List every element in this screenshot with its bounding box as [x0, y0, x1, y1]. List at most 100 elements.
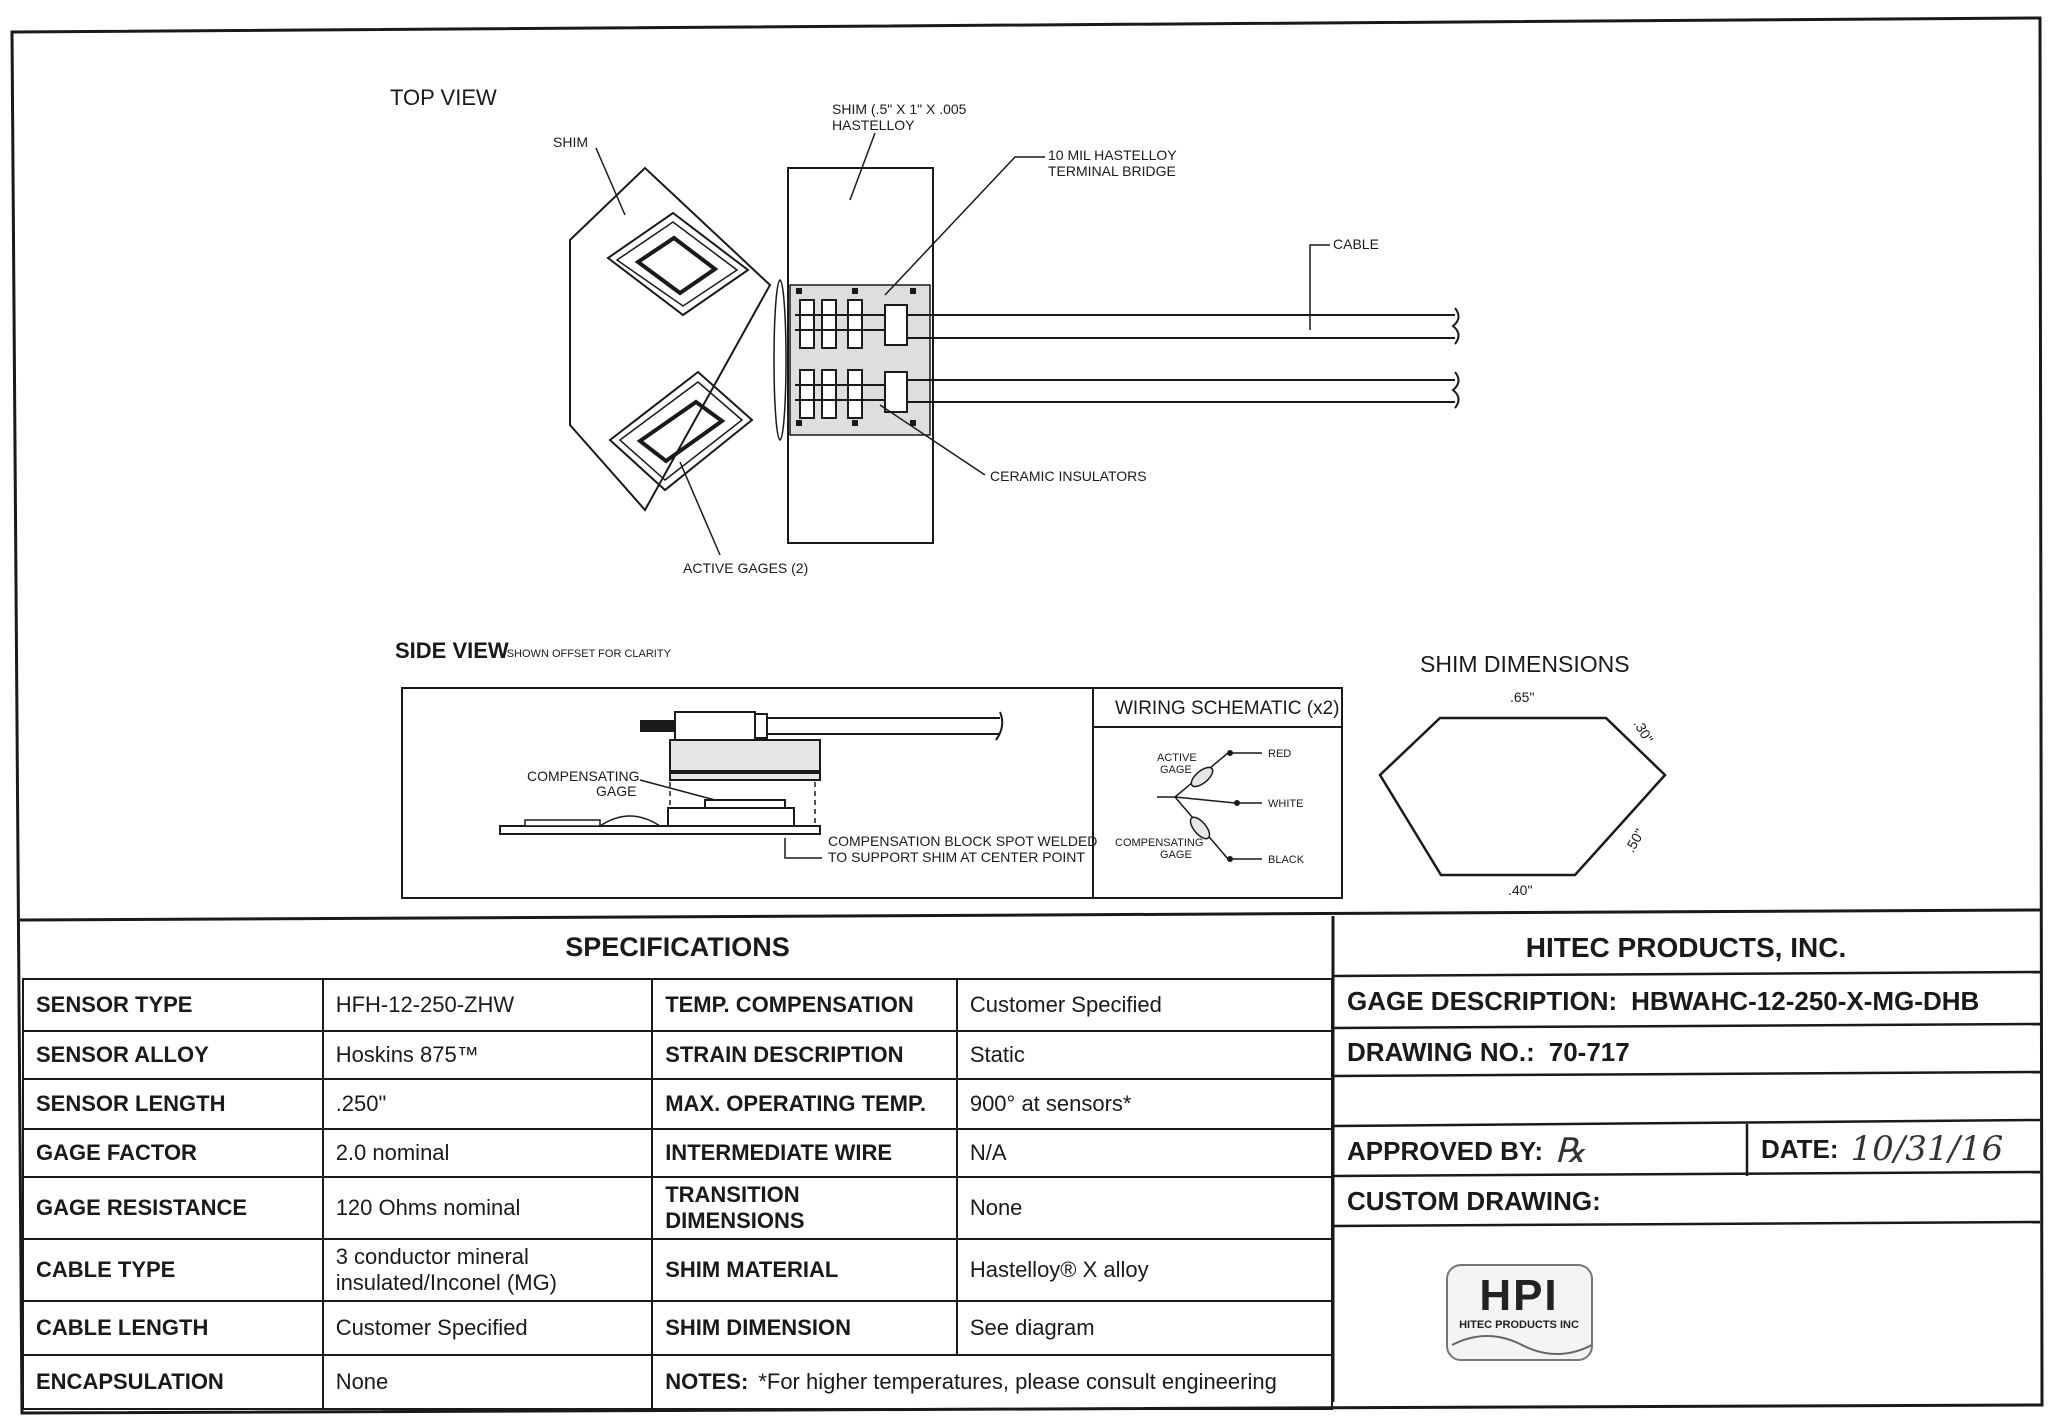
date-row: DATE: 10/31/16 [1747, 1124, 2039, 1174]
shim-dim-lower-right: .50" [1622, 826, 1648, 855]
spec-value: Hoskins 875™ [321, 1030, 654, 1080]
top-view-title: TOP VIEW [390, 85, 497, 110]
bridge-wires [795, 314, 885, 401]
side-view-assembly [499, 711, 1004, 859]
spec-value: None [955, 1176, 1334, 1240]
wiring-title: WIRING SCHEMATIC (x2) [1115, 698, 1339, 719]
spec-value: 2.0 nominal [321, 1128, 654, 1178]
active-gage-upper [606, 211, 750, 317]
side-view-note: - SHOWN OFFSET FOR CLARITY [500, 648, 672, 660]
label-side-comp-gage-1: COMPENSATING [527, 768, 640, 784]
spec-value: See diagram [955, 1300, 1334, 1356]
gage-description-row: GAGE DESCRIPTION: HBWAHC-12-250-X-MG-DHB [1333, 976, 2039, 1026]
spec-value: None [321, 1354, 654, 1410]
spec-value: 3 conductor mineral insulated/Inconel (M… [321, 1238, 654, 1302]
spec-key: SENSOR TYPE [22, 978, 324, 1032]
shim-dim-bottom: .40" [1508, 882, 1532, 898]
shim-weld-seam [773, 279, 787, 441]
spec-value: Customer Specified [321, 1300, 654, 1356]
date-value: 10/31/16 [1850, 1129, 2004, 1169]
label-terminal-bridge-1: 10 MIL HASTELLOY [1048, 147, 1177, 163]
label-side-comp-gage-2: GAGE [596, 783, 636, 799]
shim-dim-top: .65" [1510, 689, 1534, 705]
wiring-black: BLACK [1268, 854, 1305, 866]
leader-shim-spec [849, 132, 876, 201]
notes-text: *For higher temperatures, please consult… [758, 1369, 1277, 1394]
spec-key: CABLE TYPE [22, 1238, 324, 1302]
spec-key: TRANSITION DIMENSIONS [651, 1176, 958, 1240]
leader-cable [1309, 244, 1330, 330]
hpi-logo: HPI HITEC PRODUCTS INC [1446, 1264, 1593, 1361]
spec-key: STRAIN DESCRIPTION [651, 1030, 958, 1080]
approved-by-label: APPROVED BY: [1347, 1135, 1543, 1166]
side-view-title: SIDE VIEW [395, 638, 509, 663]
spec-key: CABLE LENGTH [22, 1300, 324, 1356]
leader-terminal-bridge [884, 156, 1045, 296]
wiring-active-gage-2: GAGE [1160, 764, 1192, 776]
ceramic-insulators [799, 299, 908, 419]
drawing-no-label: DRAWING NO.: [1347, 1036, 1535, 1067]
wiring-active-gage-1: ACTIVE [1157, 752, 1197, 764]
outer-border [10, 16, 2044, 1415]
rectangular-shim [787, 167, 934, 544]
leader-active-gages [679, 461, 721, 556]
gage-description-label: GAGE DESCRIPTION: [1347, 985, 1618, 1016]
cables [907, 307, 1460, 409]
spec-row: SENSOR LENGTH.250"MAX. OPERATING TEMP.90… [22, 1078, 1334, 1130]
label-terminal-bridge-2: TERMINAL BRIDGE [1048, 163, 1176, 179]
drawing-no-value: 70-717 [1548, 1036, 1630, 1067]
leader-shim [595, 147, 626, 216]
spec-key: SENSOR LENGTH [22, 1078, 324, 1130]
shim-dimensions-title: SHIM DIMENSIONS [1420, 651, 1630, 677]
approved-by-signature: ℞ [1555, 1131, 1586, 1171]
shim-dim-upper-right: .30" [1631, 717, 1657, 746]
spec-key: SENSOR ALLOY [22, 1030, 324, 1080]
wiring-comp-gage-1: COMPENSATING [1115, 837, 1203, 849]
notes-label: NOTES: [665, 1369, 749, 1394]
bridge-tabs [796, 288, 916, 426]
spec-key: GAGE FACTOR [22, 1128, 324, 1178]
approved-by-row: APPROVED BY: ℞ [1333, 1126, 1747, 1176]
label-comp-block-2: TO SUPPORT SHIM AT CENTER POINT [828, 849, 1085, 865]
spec-value: Customer Specified [955, 978, 1334, 1032]
spec-value: 900° at sensors* [955, 1078, 1334, 1130]
label-active-gages: ACTIVE GAGES (2) [683, 560, 808, 576]
shim-dimensions-hexagon [1378, 716, 1667, 877]
label-shim: SHIM [553, 134, 588, 150]
label-comp-block-1: COMPENSATION BLOCK SPOT WELDED [828, 833, 1097, 849]
spec-value: HFH-12-250-ZHW [321, 978, 654, 1032]
drawing-no-row: DRAWING NO.: 70-717 [1333, 1028, 2039, 1076]
wiring-nodes [1227, 750, 1240, 862]
date-label: DATE: [1761, 1133, 1839, 1164]
label-ceramic-insulators: CERAMIC INSULATORS [990, 468, 1147, 484]
section-divider [19, 908, 2041, 922]
spec-value: Hastelloy® X alloy [955, 1238, 1334, 1302]
spec-key: TEMP. COMPENSATION [651, 978, 958, 1032]
spec-notes: NOTES: *For higher temperatures, please c… [651, 1354, 1333, 1410]
label-shim-spec-2: HASTELLOY [832, 117, 915, 133]
leader-ceramic-insulators [879, 404, 986, 476]
spec-key: ENCAPSULATION [22, 1354, 324, 1410]
spec-value: 120 Ohms nominal [321, 1176, 654, 1240]
active-gage-lower [608, 370, 754, 492]
info-panel-grid [1332, 970, 2041, 1228]
spec-value: .250" [321, 1078, 654, 1130]
spec-value: Static [955, 1030, 1334, 1080]
wiring-white: WHITE [1268, 798, 1303, 810]
specifications-title: SPECIFICATIONS [565, 932, 790, 962]
spec-value: N/A [955, 1128, 1334, 1178]
custom-drawing-label: CUSTOM DRAWING: [1347, 1185, 1601, 1216]
wiring-comp-gage-2: GAGE [1160, 849, 1192, 861]
spec-key: SHIM MATERIAL [651, 1238, 958, 1302]
spec-key: INTERMEDIATE WIRE [651, 1128, 958, 1178]
spec-key: MAX. OPERATING TEMP. [651, 1078, 958, 1130]
label-shim-spec-1: SHIM (.5" X 1" X .005 [832, 101, 967, 117]
svg-text:HPI: HPI [1479, 1271, 1558, 1320]
